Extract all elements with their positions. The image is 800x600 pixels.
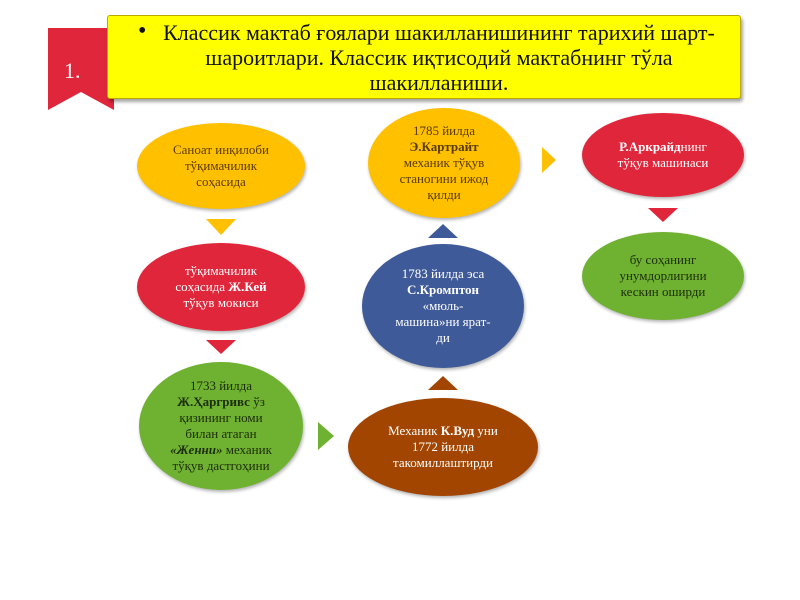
- title-box: • Классик мактаб ғоялари шакилланишининг…: [107, 15, 741, 99]
- node-text: тўқимачилик соҳасида Ж.Кей тўқув мокиси: [165, 263, 277, 311]
- node-wood-improvement: Механик К.Вуд уни 1772 йилда такомиллашт…: [348, 398, 538, 496]
- bullet-icon: •: [138, 18, 147, 44]
- node-text: бу соҳанинг унумдорлигини кескин оширди: [619, 252, 707, 299]
- node-arkwright-machine: Р.Аркрайднинг тўқув машинаси: [582, 113, 744, 197]
- badge-shape: [48, 28, 114, 110]
- node-industrial-revolution: Саноат инқилоби тўқимачилик соҳасида: [137, 123, 305, 209]
- node-text: 1783 йилда эса С.Кромптон «мюль-машина»н…: [394, 266, 492, 346]
- node-crompton-mule: 1783 йилда эса С.Кромптон «мюль-машина»н…: [362, 244, 524, 368]
- node-name-bold: Р.Аркрайд: [619, 139, 681, 154]
- arrow-up-icon: [428, 224, 458, 238]
- node-name-bold: Э.Картрайт: [409, 139, 479, 154]
- slide-title: Классик мактаб ғоялари шакилланишининг т…: [163, 20, 715, 95]
- node-text-part: 1785 йилда: [412, 123, 476, 138]
- node-text-part: уни 1772 йилда такомиллаштирди: [393, 423, 498, 470]
- node-name-bold: Ж.Ҳаргривс: [177, 394, 250, 409]
- node-text-part: 1783 йилда эса: [401, 266, 485, 281]
- node-text: Р.Аркрайднинг тўқув машинаси: [610, 139, 716, 171]
- node-text-part: механик тўқув дастгоҳини: [172, 442, 272, 473]
- node-productivity: бу соҳанинг унумдорлигини кескин оширди: [582, 232, 744, 320]
- node-text-part: тўқув мокиси: [183, 295, 259, 310]
- node-name-bold: С.Кромптон: [406, 282, 480, 297]
- node-text: 1785 йилда Э.Картрайт механик тўқув стан…: [396, 123, 492, 203]
- node-text-part: механик тўқув станогини ижод қилди: [399, 155, 489, 202]
- node-text-part: ўз қизининг номи билан атаган: [179, 394, 265, 441]
- node-cartwright-loom: 1785 йилда Э.Картрайт механик тўқув стан…: [368, 108, 520, 218]
- node-text: Саноат инқилоби тўқимачилик соҳасида: [172, 142, 269, 189]
- node-text-part: Механик: [388, 423, 441, 438]
- arrow-right-icon: [318, 422, 334, 450]
- arrow-right-icon: [542, 147, 556, 173]
- arrow-down-icon: [648, 208, 678, 222]
- slide-number: 1.: [64, 58, 81, 83]
- arrow-down-icon: [206, 340, 236, 354]
- slide-number-badge: 1.: [48, 28, 114, 110]
- arrow-down-icon: [206, 219, 236, 235]
- node-text-part: «мюль-машина»ни ярат­ди: [395, 298, 491, 345]
- node-name-bold: К.Вуд: [440, 423, 475, 438]
- node-text-part: тўқимачилик соҳасида: [175, 263, 258, 294]
- node-text: Механик К.Вуд уни 1772 йилда такомиллашт…: [378, 423, 508, 471]
- node-name-bold: «Женни»: [170, 442, 223, 457]
- node-text-part: нинг тўқув машинаси: [617, 139, 709, 170]
- node-kay-shuttle: тўқимачилик соҳасида Ж.Кей тўқув мокиси: [137, 243, 305, 331]
- node-text-part: 1733 йилда: [189, 378, 253, 393]
- node-name-bold: Ж.Кей: [228, 279, 267, 294]
- arrow-up-icon: [428, 376, 458, 390]
